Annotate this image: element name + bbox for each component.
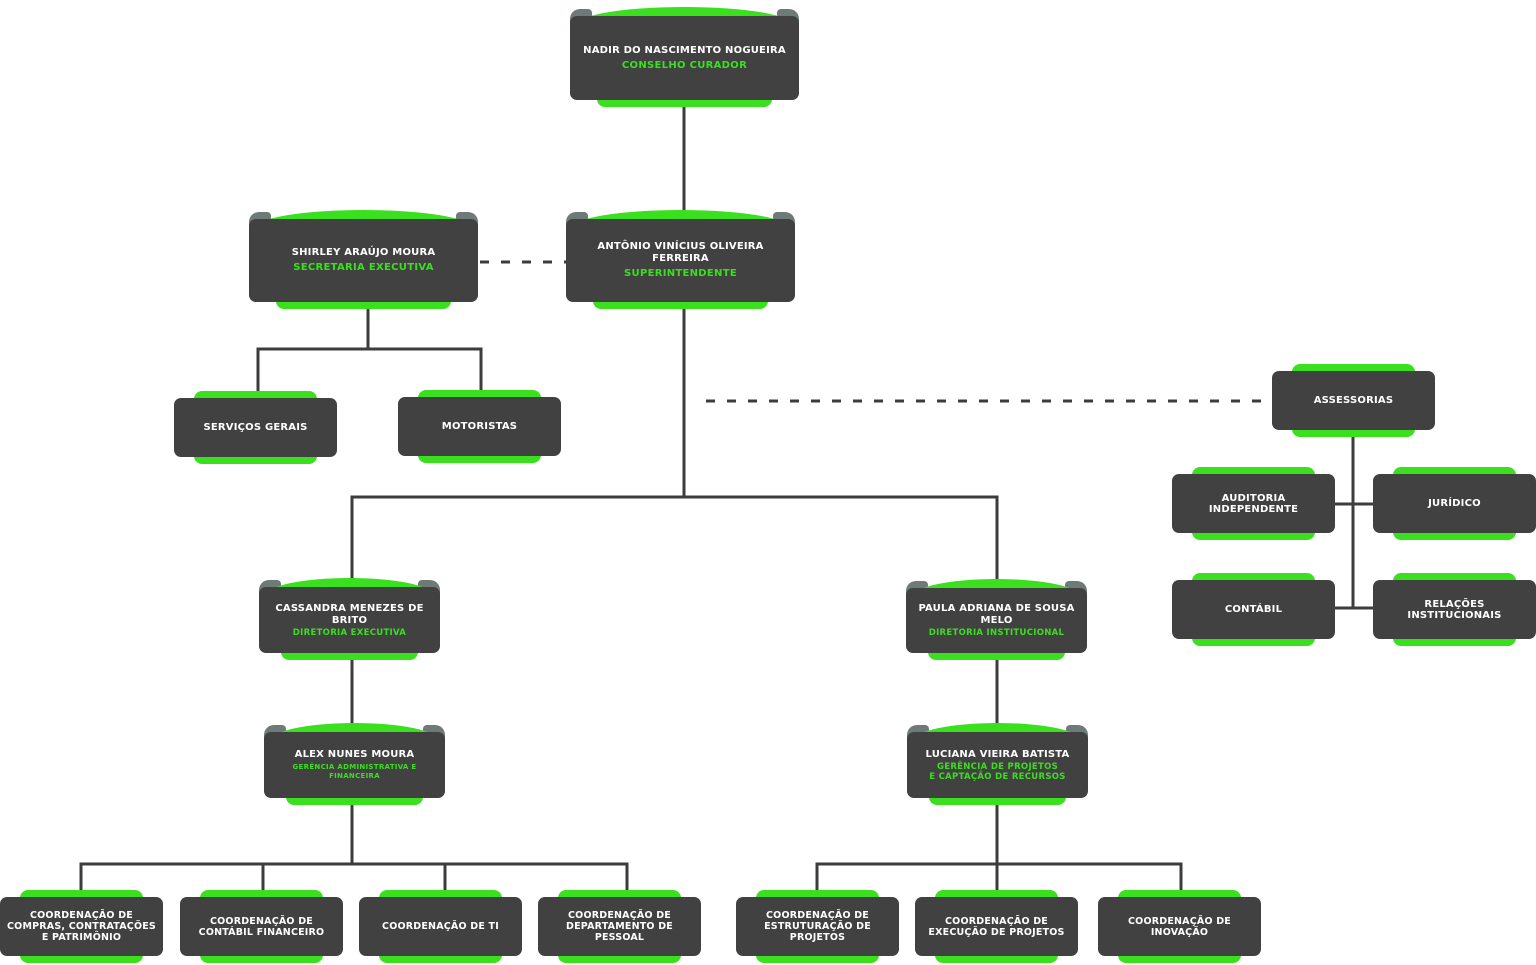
node-name: COORDENAÇÃO DE DEPARTAMENTO DE PESSOAL (566, 910, 673, 943)
connector-coord-left (79, 862, 629, 895)
node-gerencia-projetos: LUCIANA VIEIRA BATISTA GERÊNCIA DE PROJE… (907, 723, 1088, 805)
node-coord-pessoal: COORDENAÇÃO DE DEPARTAMENTO DE PESSOAL (538, 890, 701, 963)
connector-servicos-motoristas (256, 347, 483, 398)
node-name: NADIR DO NASCIMENTO NOGUEIRA (583, 44, 786, 56)
connector-diretorias (350, 495, 999, 580)
connector-coord-right (815, 862, 1183, 895)
node-name: COORDENAÇÃO DE TI (382, 921, 499, 932)
node-coord-ti: COORDENAÇÃO DE TI (359, 890, 522, 963)
node-auditoria: AUDITORIA INDEPENDENTE (1172, 467, 1335, 540)
node-role: SECRETARIA EXECUTIVA (293, 262, 434, 273)
node-name: CONTÁBIL (1224, 604, 1283, 615)
node-contabil: CONTÁBIL (1172, 573, 1335, 646)
node-name: RELAÇÕES INSTITUCIONAIS (1407, 598, 1502, 621)
node-name: AUDITORIA INDEPENDENTE (1208, 492, 1299, 515)
node-name: ANTÔNIO VINÍCIUS OLIVEIRA FERREIRA (597, 241, 764, 264)
node-name: ASSESSORIAS (1313, 395, 1394, 406)
node-name: MOTORISTAS (441, 421, 518, 432)
node-coord-estruturacao: COORDENAÇÃO DE ESTRUTURAÇÃO DE PROJETOS (736, 890, 899, 963)
node-name: COORDENAÇÃO DE EXECUÇÃO DE PROJETOS (928, 915, 1065, 938)
node-diretoria-institucional: PAULA ADRIANA DE SOUSA MELO DIRETORIA IN… (906, 579, 1087, 660)
node-conselho-curador: NADIR DO NASCIMENTO NOGUEIRA CONSELHO CU… (570, 7, 799, 107)
node-diretoria-executiva: CASSANDRA MENEZES DE BRITO DIRETORIA EXE… (259, 578, 440, 660)
node-role: GERÊNCIA ADMINISTRATIVA E FINANCEIRA (292, 763, 417, 780)
node-relacoes-institucionais: RELAÇÕES INSTITUCIONAIS (1373, 573, 1536, 646)
node-coord-inovacao: COORDENAÇÃO DE INOVAÇÃO (1098, 890, 1261, 963)
node-superintendente: ANTÔNIO VINÍCIUS OLIVEIRA FERREIRA SUPER… (566, 210, 795, 309)
node-role: CONSELHO CURADOR (621, 59, 748, 71)
node-servicos-gerais: SERVIÇOS GERAIS (174, 391, 337, 464)
node-name: COORDENAÇÃO DE ESTRUTURAÇÃO DE PROJETOS (764, 910, 871, 943)
node-coord-contabil-financeiro: COORDENAÇÃO DE CONTÁBIL FINANCEIRO (180, 890, 343, 963)
node-name: SHIRLEY ARAÚJO MOURA (291, 247, 436, 258)
node-secretaria-executiva: SHIRLEY ARAÚJO MOURA SECRETARIA EXECUTIV… (249, 210, 478, 309)
node-role: DIRETORIA EXECUTIVA (292, 627, 407, 638)
node-role: GERÊNCIA DE PROJETOS E CAPTAÇÃO DE RECUR… (929, 761, 1066, 782)
node-name: JURÍDICO (1428, 498, 1481, 509)
node-name: CASSANDRA MENEZES DE BRITO (275, 602, 424, 626)
node-role: DIRETORIA INSTITUCIONAL (928, 628, 1065, 638)
node-name: PAULA ADRIANA DE SOUSA MELO (918, 603, 1075, 626)
node-name: ALEX NUNES MOURA (294, 749, 415, 760)
node-name: COORDENAÇÃO DE CONTÁBIL FINANCEIRO (198, 915, 325, 938)
node-motoristas: MOTORISTAS (398, 390, 561, 463)
node-juridico: JURÍDICO (1373, 467, 1536, 540)
node-name: COORDENAÇÃO DE COMPRAS, CONTRATAÇÕES E P… (7, 910, 156, 943)
node-coord-execucao: COORDENAÇÃO DE EXECUÇÃO DE PROJETOS (915, 890, 1078, 963)
node-name: COORDENAÇÃO DE INOVAÇÃO (1128, 915, 1231, 938)
node-name: SERVIÇOS GERAIS (203, 422, 308, 433)
node-gerencia-administrativa: ALEX NUNES MOURA GERÊNCIA ADMINISTRATIVA… (264, 723, 445, 805)
node-role: SUPERINTENDENTE (624, 268, 737, 279)
node-assessorias: ASSESSORIAS (1272, 364, 1435, 437)
node-coord-compras: COORDENAÇÃO DE COMPRAS, CONTRATAÇÕES E P… (0, 890, 163, 963)
node-name: LUCIANA VIEIRA BATISTA (925, 748, 1070, 760)
